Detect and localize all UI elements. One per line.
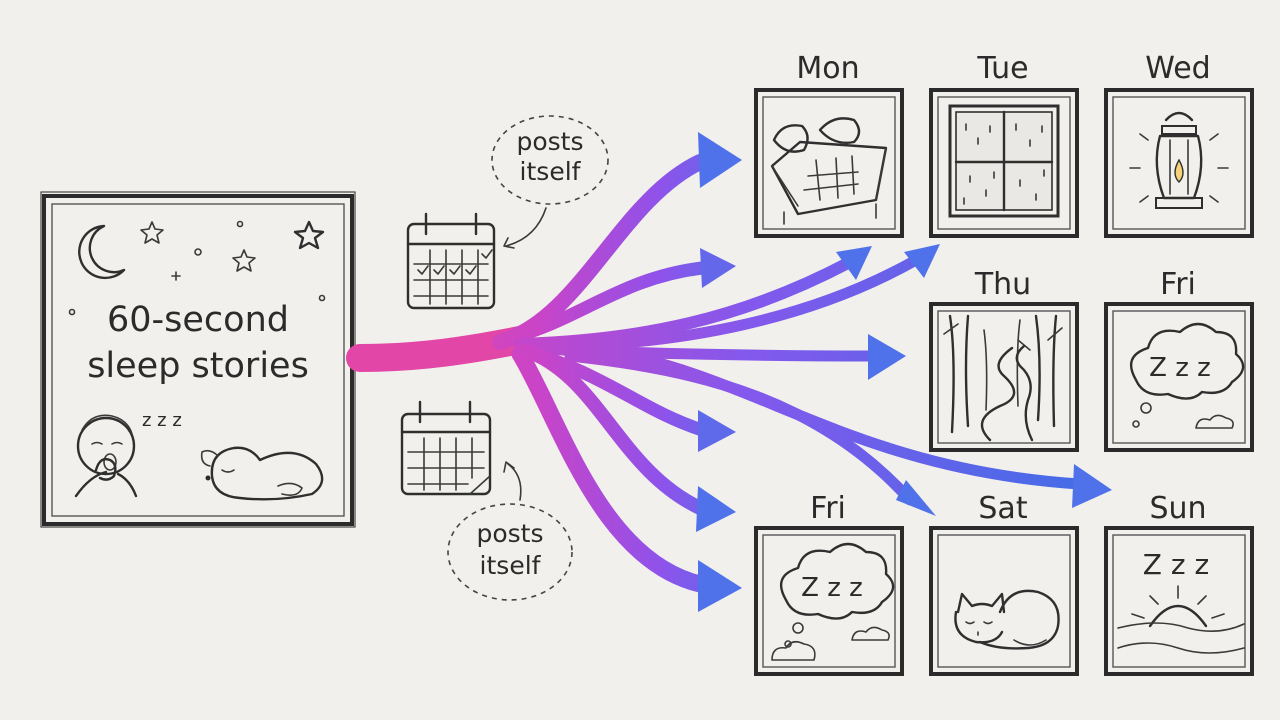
moon-icon xyxy=(78,224,126,280)
day-tile-fri-right: Fri Z z z xyxy=(1104,267,1254,452)
day-tile-sat: Sat xyxy=(929,491,1079,676)
dot-star xyxy=(68,308,76,316)
arrow-to-fri-left xyxy=(523,345,707,515)
day-tile-fri-bottom: Fri Z z z xyxy=(754,491,904,676)
arrowhead xyxy=(698,132,742,188)
distribution-arrows xyxy=(346,132,1112,612)
sleeping-dog-icon xyxy=(200,446,324,501)
forest-path-icon xyxy=(943,314,1063,442)
svg-text:Z z z: Z z z xyxy=(1149,353,1211,383)
star-icon xyxy=(232,249,256,272)
day-label: Sun xyxy=(1149,491,1206,526)
source-panel: 60-second sleep stories z z z xyxy=(40,191,356,528)
star-icon xyxy=(140,221,164,244)
day-label: Thu xyxy=(974,267,1031,302)
arrow-to-fri-bottom xyxy=(511,345,709,593)
posts-itself-note-top: posts itself xyxy=(491,115,609,249)
day-tile-tue: Tue xyxy=(929,51,1079,238)
day-tile-thu: Thu xyxy=(929,267,1079,452)
rainy-window-icon xyxy=(948,104,1060,218)
arrow-to-sun xyxy=(614,348,1086,490)
yawning-person-icon xyxy=(74,414,138,498)
sunrise-icon: Z z z xyxy=(1117,548,1245,654)
day-label: Fri xyxy=(810,491,846,526)
bed-icon xyxy=(770,117,888,225)
day-label: Sat xyxy=(978,491,1027,526)
sparkle-icon xyxy=(171,271,181,281)
arrow-upper-mid xyxy=(503,261,709,345)
svg-text:Z z z: Z z z xyxy=(1143,548,1209,581)
svg-text:itself: itself xyxy=(480,551,542,580)
arrow-to-mon xyxy=(492,154,708,350)
svg-text:posts: posts xyxy=(476,519,543,548)
calendar-icon-bottom xyxy=(400,400,492,496)
day-label: Fri xyxy=(1160,267,1196,302)
dot-star xyxy=(194,248,202,256)
lantern-icon xyxy=(1129,111,1229,209)
day-tile-sun: Sun Z z z xyxy=(1104,491,1254,676)
dream-cloud-icon: Z z z xyxy=(1129,322,1245,429)
day-label: Wed xyxy=(1145,51,1210,86)
day-label: Tue xyxy=(976,51,1028,86)
day-tile-mon: Mon xyxy=(754,51,904,238)
dream-cloud-icon: Z z z xyxy=(771,542,895,661)
dot-star xyxy=(318,294,326,302)
source-title-line1: 60-second xyxy=(107,300,289,340)
day-label: Mon xyxy=(796,51,859,86)
svg-text:posts: posts xyxy=(516,127,583,156)
svg-text:itself: itself xyxy=(520,157,582,186)
zzz-text: z z z xyxy=(142,410,182,431)
calendar-icon-top xyxy=(406,212,496,310)
arrow-to-wed xyxy=(554,254,922,352)
source-title-line2: sleep stories xyxy=(87,346,309,386)
dot-star xyxy=(236,220,244,228)
arrow-to-thu xyxy=(514,342,878,362)
star-icon xyxy=(293,220,325,250)
day-tile-wed: Wed xyxy=(1104,51,1254,238)
sleeping-cat-icon xyxy=(954,589,1060,650)
posts-itself-note-bottom: posts itself xyxy=(447,461,573,601)
svg-text:Z z z: Z z z xyxy=(801,573,863,603)
